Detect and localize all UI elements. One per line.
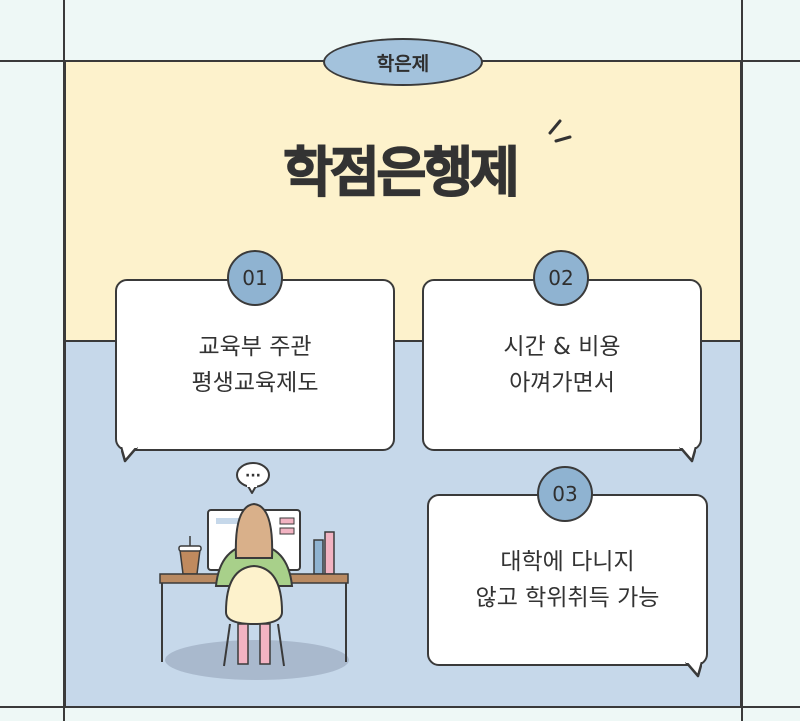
card-number-1: 01 — [242, 266, 268, 290]
thinking-bubble-icon: ··· — [236, 462, 270, 494]
card-1-line-2: 평생교육제도 — [191, 370, 319, 396]
info-card-2: 시간 & 비용 아껴가면서 — [422, 279, 702, 463]
card-number-badge-3: 03 — [537, 466, 593, 522]
page-title: 학점은행제 — [283, 140, 521, 205]
card-2-line-2: 아껴가면서 — [509, 370, 615, 396]
category-tag-label: 학은제 — [376, 52, 430, 75]
card-number-badge-2: 02 — [533, 250, 589, 306]
person-hair — [234, 502, 274, 559]
card-1-line-1: 교육부 주관 — [198, 334, 312, 360]
sparkle-icon — [548, 119, 572, 143]
coffee-cup-icon — [178, 536, 202, 575]
speech-tail-icon — [685, 662, 702, 678]
person-leg-right — [259, 623, 271, 665]
category-tag: 학은제 — [323, 38, 483, 86]
student-at-desk-illustration: ··· — [159, 462, 349, 680]
floor-shadow — [165, 640, 349, 680]
book-pink — [324, 531, 335, 575]
card-3-line-2: 않고 학위취득 가능 — [475, 585, 660, 611]
info-card-1: 교육부 주관 평생교육제도 — [115, 279, 395, 463]
grid-line-right — [741, 0, 743, 721]
card-number-2: 02 — [548, 266, 574, 290]
card-number-badge-1: 01 — [227, 250, 283, 306]
person-leg-left — [237, 623, 249, 665]
book-blue — [313, 539, 324, 575]
speech-bubble-dots: ··· — [245, 468, 261, 484]
speech-tail-icon — [121, 447, 138, 463]
card-2-line-1: 시간 & 비용 — [503, 334, 621, 360]
info-card-3: 대학에 다니지 않고 학위취득 가능 — [427, 494, 708, 678]
card-3-line-1: 대학에 다니지 — [500, 549, 635, 575]
speech-tail-icon — [679, 447, 696, 463]
card-number-3: 03 — [552, 482, 578, 506]
